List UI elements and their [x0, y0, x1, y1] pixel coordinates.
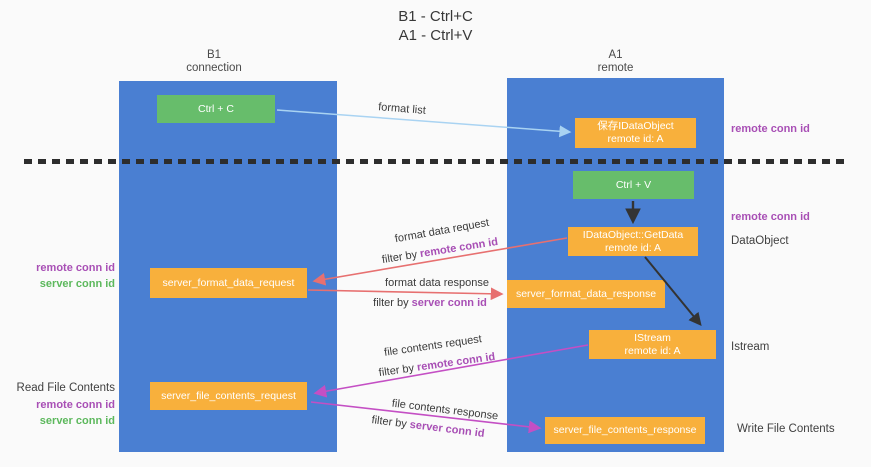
dashed-divider-line — [24, 159, 848, 164]
right-mid-remote-conn-id: remote conn id — [731, 211, 810, 223]
box-save-idataobject-line2: remote id: A — [607, 133, 664, 145]
left-mid-server-conn-id: server conn id — [39, 278, 115, 290]
istream-label: Istream — [731, 341, 770, 353]
lane-a1-title: A1 — [608, 49, 623, 61]
lane-header-a1: A1 remote — [507, 49, 724, 75]
box-server-file-contents-response-label: server_file_contents_response — [553, 424, 697, 436]
box-ctrl-v-label: Ctrl + V — [615, 178, 652, 191]
label-filter-server-1: filter by server conn id — [373, 297, 487, 309]
read-file-contents-label: Read File Contents — [16, 382, 115, 394]
label-format-data-response: format data response — [385, 277, 489, 289]
box-idataobject-getdata: IDataObject::GetData remote id: A — [568, 227, 698, 256]
filter-prefix-4: filter by — [370, 414, 411, 431]
box-save-idataobject-line1: 保存IDataObject — [597, 120, 674, 132]
left-bottom-server-conn-id: server conn id — [39, 415, 115, 427]
filter-key-remote-1: remote conn id — [419, 235, 499, 261]
lane-b1-subtitle: connection — [186, 62, 242, 74]
right-top-remote-conn-id: remote conn id — [731, 123, 810, 135]
lane-b1-title: B1 — [206, 49, 222, 61]
box-server-format-data-response: server_format_data_response — [507, 280, 665, 308]
box-server-format-data-request: server_format_data_request — [150, 268, 307, 298]
box-istream: IStream remote id: A — [589, 330, 716, 359]
left-mid-remote-conn-id: remote conn id — [36, 262, 115, 274]
filter-key-server-1: server conn id — [411, 297, 487, 309]
filter-prefix-3: filter by — [378, 361, 418, 380]
dataobject-label: DataObject — [731, 235, 789, 247]
box-istream-line1: IStream — [634, 331, 671, 344]
box-save-idataobject: 保存IDataObject remote id: A — [575, 118, 696, 148]
box-getdata-line1: IDataObject::GetData — [582, 228, 684, 241]
filter-key-remote-2: remote conn id — [416, 350, 496, 374]
box-server-file-contents-response: server_file_contents_response — [545, 417, 705, 444]
box-server-file-contents-request-label: server_file_contents_request — [161, 389, 296, 402]
box-ctrl-c: Ctrl + C — [157, 95, 275, 123]
filter-prefix-2: filter by — [373, 297, 412, 309]
left-bottom-remote-conn-id: remote conn id — [36, 399, 115, 411]
write-file-contents-label: Write File Contents — [737, 423, 835, 435]
lane-a1-subtitle: remote — [597, 62, 634, 74]
box-istream-line2: remote id: A — [624, 344, 681, 357]
filter-prefix-1: filter by — [381, 248, 422, 267]
filter-key-server-2: server conn id — [409, 418, 486, 440]
box-ctrl-v: Ctrl + V — [573, 171, 694, 199]
diagram-title: B1 - Ctrl+C A1 - Ctrl+V — [0, 7, 871, 45]
box-ctrl-c-label: Ctrl + C — [198, 102, 234, 115]
box-server-file-contents-request: server_file_contents_request — [150, 382, 307, 410]
title-line-1: B1 - Ctrl+C — [398, 8, 473, 25]
lane-header-b1: B1 connection — [105, 49, 323, 75]
box-getdata-line2: remote id: A — [604, 241, 662, 254]
label-format-list: format list — [377, 101, 427, 117]
title-line-2: A1 - Ctrl+V — [398, 27, 473, 44]
box-server-format-data-response-label: server_format_data_response — [515, 287, 657, 300]
box-server-format-data-request-label: server_format_data_request — [162, 276, 295, 289]
